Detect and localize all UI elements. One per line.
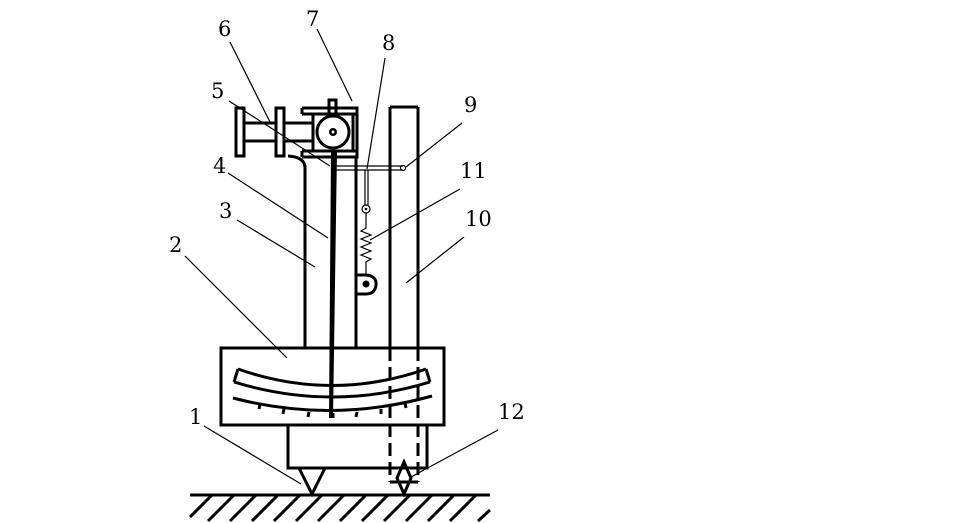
base-lower-block (286, 423, 429, 470)
label-3: 3 (219, 199, 232, 223)
label-2: 2 (169, 233, 182, 257)
leader-lines (184, 28, 499, 485)
label-10: 10 (465, 207, 492, 231)
label-7: 7 (306, 7, 319, 31)
ground (188, 493, 492, 523)
rod-tip (395, 458, 413, 498)
pivot-pin (362, 280, 370, 288)
label-4: 4 (213, 154, 226, 178)
left-spike (297, 467, 327, 498)
cord (333, 164, 407, 214)
label-11: 11 (460, 159, 487, 183)
label-5: 5 (211, 79, 224, 103)
label-8: 8 (382, 31, 395, 55)
vertical-rod (388, 105, 420, 484)
spring (359, 213, 373, 275)
label-6: 6 (218, 17, 231, 41)
main-column (287, 154, 378, 348)
part-labels: 1 2 3 4 5 6 7 8 9 11 10 12 (169, 7, 525, 429)
label-12: 12 (498, 400, 525, 424)
label-9: 9 (464, 93, 477, 117)
top-mechanism (234, 98, 359, 159)
label-1: 1 (189, 405, 202, 429)
pointer-needle (329, 150, 337, 418)
